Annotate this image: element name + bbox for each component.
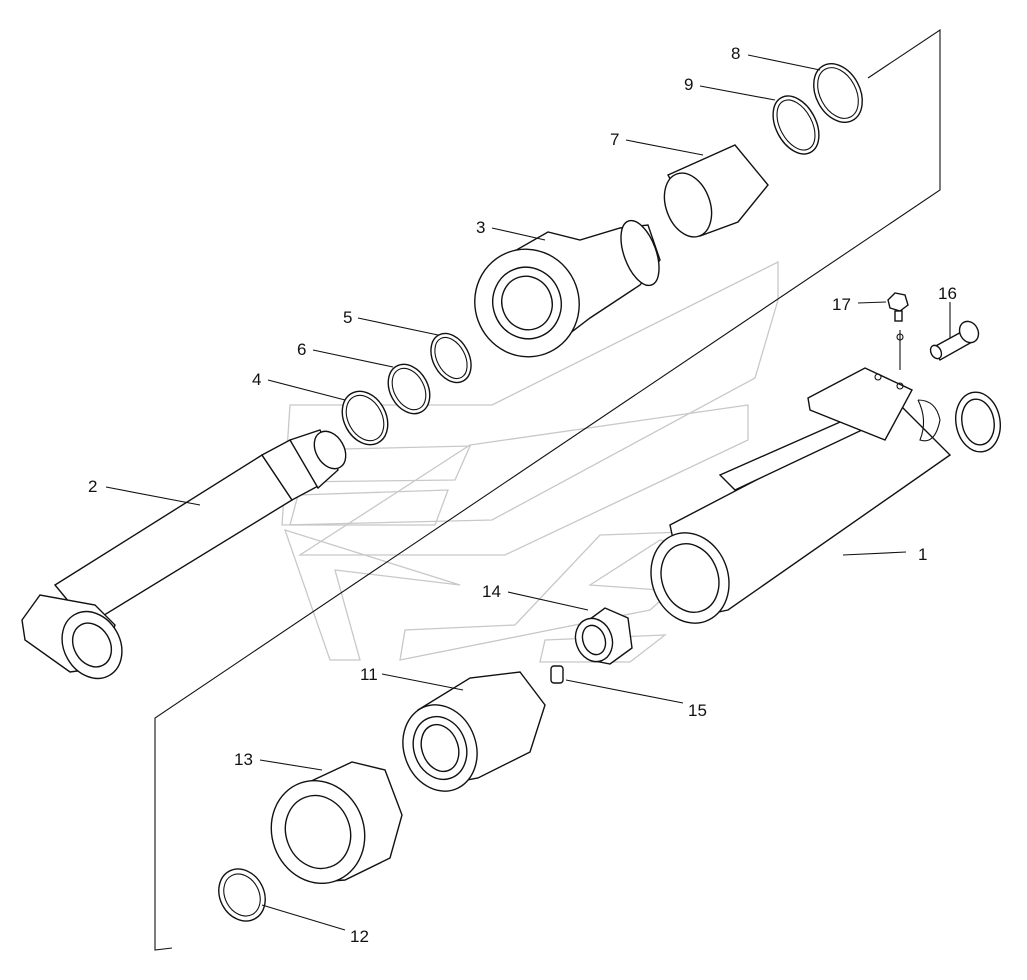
part-16-bolt — [929, 320, 980, 361]
leader-3 — [491, 227, 546, 241]
part-4-ring — [341, 390, 389, 446]
callout-11: 11 — [360, 665, 378, 684]
leader-lines — [105, 54, 951, 931]
leader-5 — [357, 317, 439, 336]
leader-7 — [625, 139, 704, 156]
callout-13: 13 — [234, 750, 253, 769]
callout-2: 2 — [88, 477, 97, 496]
leader-8 — [747, 54, 821, 71]
part-2-piston-rod — [21, 429, 347, 680]
callout-9: 9 — [684, 75, 693, 94]
part-6-ring — [387, 363, 431, 415]
part-15-pin — [550, 665, 564, 684]
callout-12: 12 — [350, 927, 369, 946]
part-9-ring — [772, 95, 820, 155]
callout-6: 6 — [297, 340, 306, 359]
callout-5: 5 — [343, 308, 352, 327]
callout-labels: 1 2 3 4 5 6 7 8 9 11 12 13 14 15 16 17 — [88, 44, 957, 946]
callout-8: 8 — [731, 44, 740, 63]
callout-15: 15 — [688, 701, 707, 720]
leader-11 — [381, 673, 464, 691]
callout-1: 1 — [918, 545, 927, 564]
part-12-ring — [218, 868, 266, 922]
callout-16: 16 — [938, 284, 957, 303]
part-7-bushing — [663, 144, 769, 238]
leader-15 — [565, 679, 684, 704]
callout-17: 17 — [832, 295, 851, 314]
leader-13 — [259, 759, 323, 771]
part-13-bushing — [270, 761, 403, 885]
callout-3: 3 — [476, 218, 485, 237]
leader-4 — [267, 379, 346, 401]
callout-7: 7 — [610, 130, 619, 149]
leader-17 — [857, 301, 887, 304]
part-11-piston — [402, 671, 546, 792]
callout-14: 14 — [482, 582, 501, 601]
leader-2 — [105, 486, 201, 506]
part-3-gland — [474, 219, 661, 358]
part-5-ring — [430, 332, 472, 384]
assembly-boundary — [154, 28, 941, 951]
part-1-cylinder-body — [650, 367, 1001, 624]
leader-12 — [261, 904, 346, 931]
leader-1 — [842, 551, 907, 556]
part-8-ring — [813, 63, 863, 123]
leader-6 — [312, 349, 394, 368]
part-14-spacer — [574, 607, 633, 665]
leader-14 — [507, 591, 589, 611]
part-17-grease-fitting — [887, 292, 909, 370]
callout-4: 4 — [252, 370, 261, 389]
leader-9 — [699, 85, 776, 101]
